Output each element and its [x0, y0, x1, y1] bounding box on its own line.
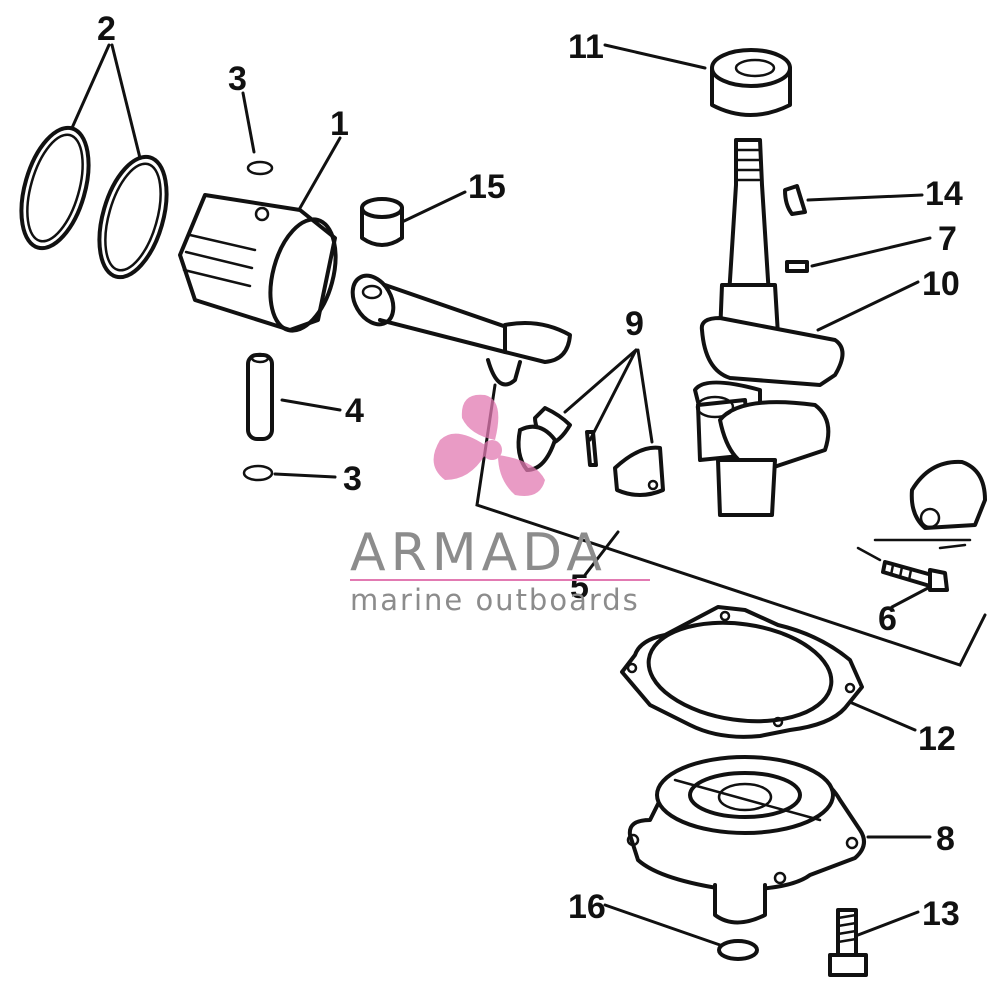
- lower-main-bearing-housing: [626, 755, 866, 925]
- callout-6: 6: [878, 600, 897, 638]
- callout-5: 5: [570, 568, 589, 606]
- propeller-logo-icon: [433, 394, 545, 496]
- callout-15: 15: [468, 168, 506, 206]
- leader-lines: [70, 43, 932, 947]
- callout-4: 4: [345, 392, 364, 430]
- dowel-pin: [785, 260, 809, 273]
- callout-7: 7: [938, 220, 957, 258]
- armada-watermark: ARMADA marine outboards: [350, 394, 650, 617]
- housing-bolt: [828, 908, 868, 977]
- callout-numbers: 2 3 1 15 11 14 7 10 9 4 3 5 6 12 8 16 13: [97, 10, 963, 933]
- upper-main-bearing: [710, 48, 792, 117]
- piston-pin: [246, 352, 274, 441]
- piston: [178, 193, 338, 333]
- piston-rings: [19, 125, 169, 280]
- gasket: [620, 605, 864, 739]
- callout-1: 1: [330, 105, 349, 143]
- callout-3-top: 3: [228, 60, 247, 98]
- crankshaft: [693, 138, 845, 517]
- watermark-subtitle: marine outboards: [350, 583, 640, 617]
- rod-cap-screw: [881, 560, 949, 592]
- callout-12: 12: [918, 720, 956, 758]
- woodruff-key: [783, 184, 807, 216]
- callout-9: 9: [625, 305, 644, 343]
- callout-10: 10: [922, 265, 960, 303]
- o-ring: [717, 939, 759, 961]
- callout-2: 2: [97, 10, 116, 48]
- needle-bearing: [360, 197, 404, 247]
- callout-11: 11: [568, 28, 604, 66]
- callout-3-bottom: 3: [343, 460, 362, 498]
- rod-cap: [856, 459, 987, 562]
- piston-pin-clip-top: [246, 160, 274, 176]
- connecting-rod: [350, 273, 572, 387]
- rod-bearing-parts: [516, 406, 665, 497]
- callout-13: 13: [922, 895, 960, 933]
- callout-16: 16: [568, 888, 606, 926]
- piston-pin-clip-bottom: [242, 464, 274, 482]
- callout-14: 14: [925, 175, 963, 213]
- callout-8: 8: [936, 820, 955, 858]
- watermark-title: ARMADA: [350, 523, 607, 583]
